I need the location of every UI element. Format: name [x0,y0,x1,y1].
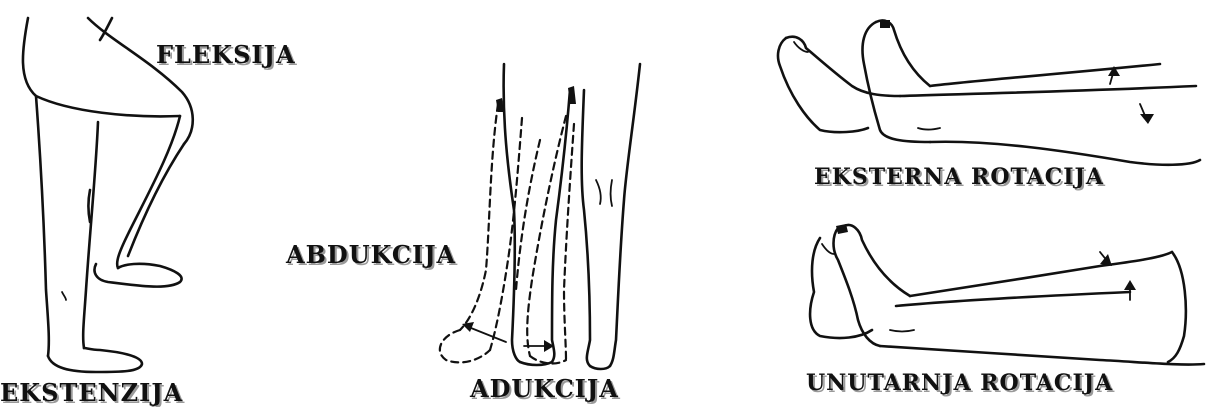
label-unutarnja-rotacija: UNUTARNJA ROTACIJA [806,370,1113,396]
adducted-leg-dashed [527,116,566,356]
external-shin-upper [930,64,1160,86]
label-fleksija: FLEKSIJA [156,40,296,69]
left-leg [504,64,520,362]
label-abdukcija: ABDUKCIJA [286,240,456,269]
flexed-shin [117,116,180,268]
label-ekstenzija: EKSTENZIJA [0,378,183,407]
external-shin-lower [930,142,1200,165]
flexion-extension-figure [23,18,193,372]
abduction-arrow [466,326,506,342]
label-adukcija: ADUKCIJA [470,374,619,403]
abduction-adduction-figure [440,64,640,369]
label-eksterna-rotacija: EKSTERNA ROTACIJA [814,164,1104,190]
standing-leg [36,96,49,356]
external-rotation-figure [778,20,1200,165]
abducted-leg-dashed [460,104,498,330]
back-foot [778,38,868,132]
flexed-foot [95,264,182,287]
internal-feet [810,238,872,338]
right-leg [610,64,640,366]
standing-foot [48,348,142,372]
internal-rotation-figure [810,224,1204,365]
